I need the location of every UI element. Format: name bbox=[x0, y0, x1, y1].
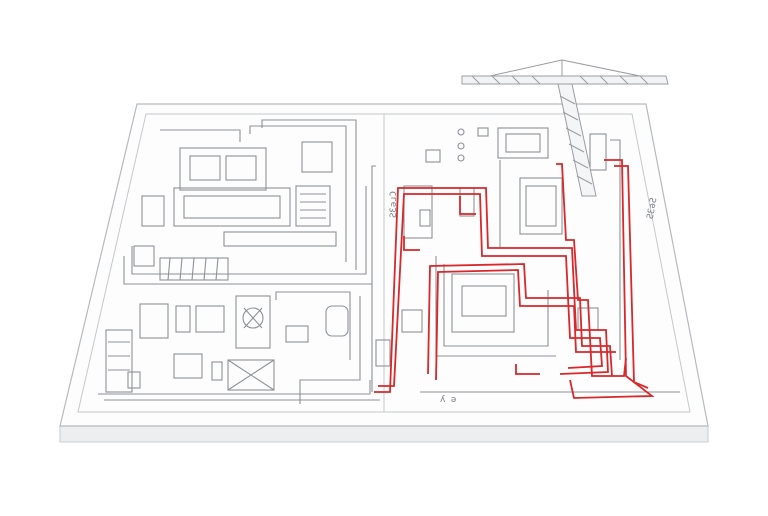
panel-box bbox=[401, 309, 423, 333]
vent-line bbox=[191, 257, 195, 281]
panel-unit bbox=[189, 155, 221, 181]
vent-line bbox=[167, 257, 171, 281]
tower-crane bbox=[461, 59, 669, 197]
route-line bbox=[459, 196, 476, 215]
room bbox=[173, 353, 203, 379]
right-label: ƧƐǝƧ bbox=[646, 197, 660, 220]
route-line bbox=[515, 364, 540, 375]
small-box bbox=[419, 209, 431, 227]
room bbox=[175, 305, 191, 333]
outline-path bbox=[131, 186, 367, 275]
machine-room bbox=[301, 141, 333, 173]
stair-block bbox=[295, 185, 331, 227]
jib-truss bbox=[471, 75, 481, 85]
outline-path bbox=[299, 296, 361, 404]
small-box bbox=[211, 361, 223, 381]
equipment-room bbox=[497, 127, 549, 159]
left-floor-plan bbox=[98, 119, 391, 404]
drawing-labels: ƧƐǝɹƆ ƧƐǝƧ ʎ ǝ bbox=[389, 191, 659, 405]
outline-path bbox=[98, 380, 371, 395]
route-line bbox=[569, 159, 655, 399]
small-box bbox=[127, 371, 141, 389]
outline-path bbox=[123, 256, 372, 285]
mast-truss bbox=[565, 127, 582, 137]
tank-device bbox=[325, 305, 349, 337]
jib-truss bbox=[579, 75, 589, 85]
device bbox=[285, 325, 309, 343]
route-line bbox=[556, 163, 627, 377]
outline-path bbox=[371, 165, 376, 392]
jib-truss bbox=[639, 75, 649, 85]
room bbox=[139, 303, 169, 339]
room bbox=[195, 305, 225, 333]
route-line bbox=[403, 236, 420, 251]
vent-line bbox=[203, 257, 207, 281]
board-front-edge bbox=[59, 425, 709, 443]
outline-path bbox=[610, 139, 621, 360]
route-line bbox=[427, 263, 613, 377]
small-box bbox=[375, 339, 391, 367]
fan-line bbox=[243, 307, 263, 329]
jib-truss bbox=[619, 75, 629, 85]
riser bbox=[589, 133, 607, 171]
equipment-box bbox=[133, 245, 155, 267]
vent-line bbox=[215, 257, 219, 281]
outline-path bbox=[443, 264, 549, 347]
small-box bbox=[477, 127, 489, 137]
center-label: ƧƐǝɹƆ bbox=[389, 191, 399, 218]
crane-stay bbox=[489, 59, 563, 77]
room bbox=[403, 185, 433, 239]
right-floor-plan bbox=[371, 127, 680, 393]
small-box bbox=[425, 149, 441, 163]
outline-path bbox=[275, 291, 351, 360]
jib-truss bbox=[531, 75, 541, 85]
valve-symbol bbox=[457, 154, 465, 162]
panel-unit bbox=[225, 155, 257, 181]
jib-truss bbox=[491, 75, 501, 85]
crate-room bbox=[227, 359, 275, 391]
jib-truss bbox=[511, 75, 521, 85]
valve-symbol bbox=[457, 128, 465, 136]
mast-truss bbox=[568, 143, 585, 153]
route-line bbox=[374, 187, 609, 393]
outline-path bbox=[261, 119, 357, 270]
substation-interior bbox=[461, 285, 507, 317]
symbol-room bbox=[235, 295, 271, 349]
substation-block bbox=[451, 273, 515, 333]
mast-truss bbox=[559, 95, 576, 105]
mast-truss bbox=[562, 111, 579, 121]
red-routing-lines bbox=[374, 159, 655, 399]
control-room-block bbox=[179, 147, 267, 191]
crane-stay bbox=[561, 59, 641, 77]
route-line bbox=[435, 269, 616, 381]
mast-truss bbox=[576, 175, 593, 185]
mast-truss bbox=[572, 159, 589, 169]
generator-interior bbox=[525, 185, 557, 227]
storage-rack bbox=[105, 329, 133, 393]
outline-path bbox=[249, 125, 347, 262]
crane-mast bbox=[557, 83, 597, 197]
valve-symbol bbox=[457, 142, 465, 150]
vent-line bbox=[179, 257, 183, 281]
route-line bbox=[614, 165, 649, 389]
fan-symbol bbox=[242, 307, 264, 329]
main-hall-interior bbox=[183, 195, 281, 219]
equipment-box bbox=[141, 195, 165, 227]
board-inner-border bbox=[77, 113, 691, 413]
main-hall bbox=[173, 187, 291, 227]
bottom-mark: ʎ ǝ bbox=[440, 395, 456, 405]
crate-cross bbox=[227, 359, 275, 391]
equipment-room-interior bbox=[505, 133, 541, 153]
outline-path bbox=[160, 129, 241, 142]
jib-truss bbox=[599, 75, 609, 85]
corridor-strip bbox=[223, 231, 337, 247]
generator-block bbox=[519, 177, 563, 235]
